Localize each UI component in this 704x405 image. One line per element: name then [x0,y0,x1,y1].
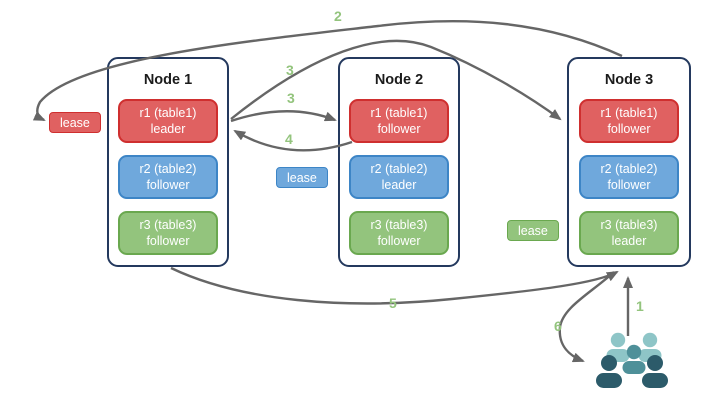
replica-role: follower [607,178,651,192]
replica-role: leader [381,178,417,192]
replica-role: follower [377,234,421,248]
replica-role: follower [607,122,651,136]
node-3-title: Node 3 [604,72,654,88]
arrow-label-3a: 3 [286,62,294,78]
node-1-replica-r3: r3 (table3) follower [118,211,218,255]
arrow-label-6: 6 [554,318,562,334]
node-3: Node 3 r1 (table1) follower r2 (table2) … [567,57,691,267]
replica-name: r2 (table2) [139,162,197,176]
arrow-label-3b: 3 [287,90,295,106]
replica-name: r3 (table3) [370,218,428,232]
arrow-4-node2-to-node1 [233,129,353,152]
node-1-title: Node 1 [143,72,193,88]
node-2-replica-r3: r3 (table3) follower [349,211,449,255]
replica-name: r3 (table3) [600,218,658,232]
lease-badge-red: lease [49,112,101,133]
node-3-replica-r3: r3 (table3) leader [579,211,679,255]
users-group-icon [596,332,668,388]
node-1-replica-r2: r2 (table2) follower [118,155,218,199]
lease-badge-blue: lease [276,167,328,188]
node-1-replica-r1: r1 (table1) leader [118,99,218,143]
arrow-label-5: 5 [389,295,397,311]
replica-role: leader [611,234,647,248]
replica-name: r2 (table2) [600,162,658,176]
replica-role: follower [146,234,190,248]
node-2-title: Node 2 [374,72,424,88]
replica-name: r1 (table1) [139,106,197,120]
replica-name: r1 (table1) [370,106,428,120]
arrow-3-node1-to-node2 [230,110,337,123]
replica-name: r1 (table1) [600,106,658,120]
node-2: Node 2 r1 (table1) follower r2 (table2) … [338,57,460,267]
replica-role: leader [150,122,186,136]
lease-badge-green: lease [507,220,559,241]
node-2-replica-r1: r1 (table1) follower [349,99,449,143]
node-3-replica-r2: r2 (table2) follower [579,155,679,199]
arrow-label-2: 2 [334,8,342,24]
arrow-label-4: 4 [285,131,293,147]
replica-name: r2 (table2) [370,162,428,176]
replica-name: r3 (table3) [139,218,197,232]
arrow-label-1: 1 [636,298,644,314]
node-2-replica-r2: r2 (table2) leader [349,155,449,199]
node-3-replica-r1: r1 (table1) follower [579,99,679,143]
replica-role: follower [377,122,421,136]
node-1: Node 1 r1 (table1) leader r2 (table2) fo… [107,57,229,267]
replica-role: follower [146,178,190,192]
